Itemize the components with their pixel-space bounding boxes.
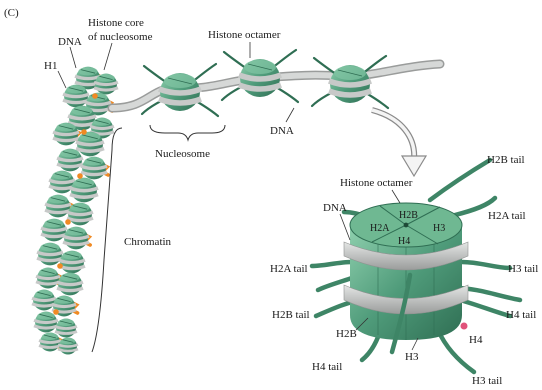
h4-modification-mark — [461, 323, 468, 330]
h2a-tail-label-left: H2A tail — [270, 263, 308, 275]
h3-tail-label-right: H3 tail — [508, 263, 538, 275]
histone-core-label-line1: Histone core — [88, 17, 144, 29]
dna-label-detail: DNA — [323, 202, 347, 214]
zoom-arrow — [372, 110, 426, 176]
h2b-tail-label-top: H2B tail — [487, 154, 525, 166]
histone-octamer-label-detail: Histone octamer — [340, 177, 413, 189]
h2b-tail-label-left: H2B tail — [272, 309, 310, 321]
h3-label-bottom: H3 — [405, 351, 419, 363]
chromatin-fiber — [32, 67, 118, 355]
h1-marker — [65, 219, 71, 225]
nucleosome-brace — [150, 125, 225, 140]
h2b-label-bottom: H2B — [336, 328, 357, 340]
histone-octamer-label-top: Histone octamer — [208, 29, 281, 41]
chromatin-bead — [57, 149, 83, 172]
h4-label-mark: H4 — [469, 334, 483, 346]
tail-h3-right — [462, 262, 510, 268]
h1-marker — [92, 93, 98, 99]
h4-tail-label-bottom: H4 tail — [312, 361, 342, 373]
nucleosome-label: Nucleosome — [155, 148, 210, 160]
h4-tail-label-right: H4 tail — [506, 309, 536, 321]
h1-label: H1 — [44, 60, 57, 72]
chromatin-label: Chromatin — [124, 236, 172, 248]
tail-h4-right — [460, 300, 510, 316]
h1-marker — [81, 129, 87, 135]
h3-tail-label-bottom: H3 tail — [472, 375, 502, 387]
nucleosome-row — [142, 50, 388, 116]
chromatin-bead — [36, 268, 60, 289]
chromatin-bead — [81, 157, 107, 180]
dna-label-middle: DNA — [270, 125, 294, 137]
tail-h2a-left — [312, 262, 352, 266]
chromatin-bead — [70, 178, 98, 203]
nucleosome-detail: H2B H2A H3 H4 — [312, 160, 520, 372]
chromatin-bead — [76, 132, 104, 157]
octamer-segment-h4: H4 — [398, 236, 410, 247]
chromatin-bead — [39, 333, 61, 352]
h1-marker — [53, 309, 59, 315]
dna-label-top-left: DNA — [58, 36, 82, 48]
h2a-tail-label-right: H2A tail — [488, 210, 526, 222]
octamer-segment-h2a: H2A — [370, 223, 390, 234]
octamer-segment-h3: H3 — [433, 223, 445, 234]
chromatin-bead — [34, 312, 58, 333]
h1-marker — [77, 173, 83, 179]
tail-h2b-top — [430, 160, 490, 200]
octamer-segment-h2b: H2B — [399, 210, 418, 221]
chromatin-bead — [32, 290, 56, 311]
histone-core-label-line2: of nucleosome — [88, 31, 153, 43]
h1-marker — [57, 263, 63, 269]
panel-letter: (C) — [4, 7, 19, 19]
nucleosome-bead — [312, 56, 388, 108]
